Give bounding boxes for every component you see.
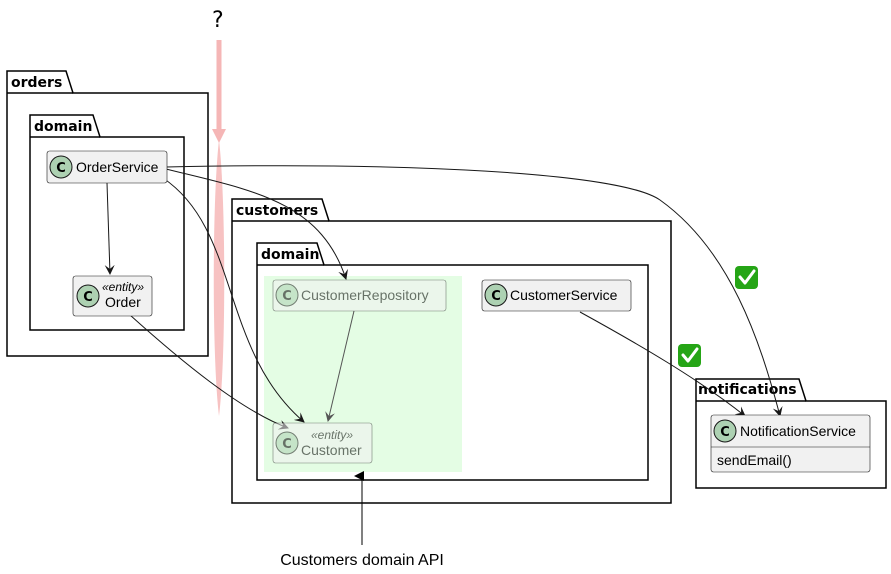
class-customerrepository[interactable]: C CustomerRepository <box>272 279 447 312</box>
class-name: CustomerRepository <box>301 287 429 303</box>
class-icon <box>49 155 73 179</box>
class-name: Order <box>105 294 141 310</box>
class-icon-letter: C <box>282 437 292 452</box>
domain-api-label: Customers domain API <box>280 552 444 569</box>
class-icon-letter: C <box>56 161 66 176</box>
class-icon <box>713 419 737 443</box>
class-order[interactable]: C «entity» Order <box>72 275 153 317</box>
class-name: OrderService <box>76 159 159 175</box>
arrow-orderservice-customer <box>162 177 305 423</box>
class-icon-letter: C <box>83 290 93 305</box>
class-notificationservice[interactable]: C NotificationService sendEmail() <box>710 414 871 473</box>
class-icon <box>484 283 508 307</box>
relationships <box>104 165 783 545</box>
class-icon-letter: C <box>282 289 292 304</box>
arrow-orderservice-notificationservice <box>165 165 783 417</box>
package-notifications-title: notifications <box>698 382 797 398</box>
class-customer[interactable]: C «entity» Customer <box>272 422 373 464</box>
arrow-customerrepository-customer <box>325 310 355 422</box>
question-mark-label: ? <box>212 8 224 33</box>
package-orders-domain-title: domain <box>34 119 92 135</box>
check-mark-icon <box>678 344 701 367</box>
class-icon <box>275 283 299 307</box>
package-customers-domain-title: domain <box>261 247 319 263</box>
boundary-marker <box>212 40 226 416</box>
class-icon-letter: C <box>491 289 501 304</box>
class-name: NotificationService <box>740 423 856 439</box>
class-name: Customer <box>301 442 362 458</box>
class-icon-letter: C <box>720 425 730 440</box>
class-customerservice[interactable]: C CustomerService <box>481 279 632 312</box>
arrow-orderservice-order <box>104 182 115 275</box>
check-mark-icon <box>735 266 758 289</box>
package-orders-title: orders <box>11 75 62 91</box>
class-stereotype: «entity» <box>311 428 353 442</box>
class-icon <box>76 284 100 308</box>
class-method: sendEmail() <box>717 452 792 468</box>
arrow-customerservice-notificationservice <box>579 311 746 417</box>
arrow-orderservice-customerrepository <box>165 168 348 280</box>
arrow-order-customer <box>129 314 289 430</box>
class-name: CustomerService <box>510 287 618 303</box>
class-icon <box>275 431 299 455</box>
package-customers-title: customers <box>236 203 318 219</box>
class-stereotype: «entity» <box>102 280 144 294</box>
class-orderservice[interactable]: C OrderService <box>46 150 168 184</box>
